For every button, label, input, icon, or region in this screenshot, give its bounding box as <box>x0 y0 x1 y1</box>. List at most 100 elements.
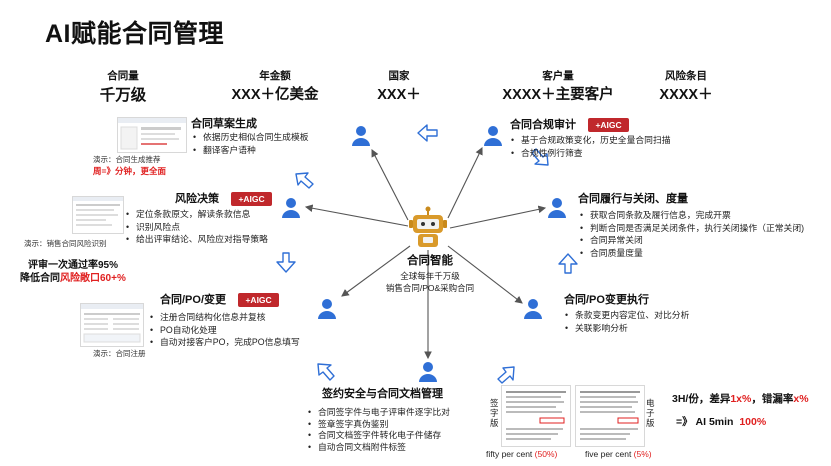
aigc-badge: +AIGC <box>238 293 279 307</box>
person-icon <box>417 360 439 382</box>
person-icon <box>350 124 372 146</box>
center-block: 合同智能 全球每年千万级 销售合同/PO&采购合同 <box>375 252 485 294</box>
stat-value: XXXX＋主要客户 <box>502 87 614 103</box>
section-header-po-change: 合同/PO/变更 +AIGC <box>160 290 279 308</box>
list-item: 识别风险点 <box>126 221 268 234</box>
list-item: 基于合规政策变化，历史全量合同扫描 <box>511 134 671 147</box>
section-title-signing: 签约安全与合同文档管理 <box>322 388 443 400</box>
metric-manual: 3H/份，差异1x%，错漏率x% <box>672 391 809 406</box>
metric-ai: =》 AI 5min 100% <box>676 414 766 429</box>
document-preview <box>580 391 640 440</box>
stat-countries: 国家 XXX＋ <box>367 68 431 104</box>
stat-value: XXX＋ <box>377 87 421 103</box>
demo-note-draft: 周=》分钟，更全面 <box>93 166 166 176</box>
section-header-compliance: 合同合规审计 +AIGC <box>510 115 629 133</box>
demo-thumbnail-draft[interactable] <box>117 117 187 153</box>
screenshot-preview <box>81 304 143 343</box>
connector-line <box>447 147 483 219</box>
stat-value: XXXX＋ <box>659 87 713 103</box>
list-item: 自动合同文档附件标签 <box>308 442 450 454</box>
aigc-badge: +AIGC <box>231 192 272 206</box>
list-item: 签章签字真伪鉴别 <box>308 419 450 431</box>
electronic-doc-thumbnail[interactable] <box>575 385 645 447</box>
bullet-list-po-change: 注册合同结构化信息并复核 PO自动化处理 自动对接客户PO，完成PO信息填写 <box>150 311 300 349</box>
list-item: 获取合同条款及履行信息，完成开票 <box>580 209 804 222</box>
center-line1: 全球每年千万级 <box>400 271 460 281</box>
list-item: 合规性例行筛查 <box>511 147 671 160</box>
caption-electronic-text: five per cent <box>585 449 634 459</box>
center-line2: 销售合同/PO&采购合同 <box>385 283 475 293</box>
page-title: AI赋能合同管理 <box>45 20 225 48</box>
list-item: 关联影响分析 <box>565 322 689 335</box>
bullet-list-risk: 定位条款原文，解读条款信息 识别风险点 给出评审结论、风险应对指导策略 <box>126 208 268 246</box>
stat-label: 国家 <box>388 70 410 82</box>
connector-line <box>371 149 409 221</box>
list-item: 合同签字件与电子评审件逐字比对 <box>308 407 450 419</box>
stat-label: 年金额 <box>259 70 291 82</box>
cycle-arrow-upleft-icon <box>295 172 314 189</box>
robot-icon <box>408 206 448 255</box>
signed-doc-thumbnail[interactable] <box>501 385 571 447</box>
list-item: 合同文档签字件转化电子件储存 <box>308 430 450 442</box>
metric-highlight: 100% <box>739 416 767 428</box>
list-item: 自动对接客户PO，完成PO信息填写 <box>150 336 300 349</box>
metric-text: ，错漏率 <box>751 393 794 405</box>
list-item: 注册合同结构化信息并复核 <box>150 311 300 324</box>
center-title: 合同智能 <box>407 255 453 267</box>
risk-exposure-highlight: 风险敞口60+% <box>60 273 126 284</box>
risk-pass-rate: 评审一次通过率95% <box>28 260 119 271</box>
cycle-arrow-down-icon <box>276 252 296 273</box>
list-item: 合同异常关闭 <box>580 234 804 247</box>
stat-value: 千万级 <box>99 87 147 104</box>
caption-signed-text: fifty per cent <box>486 449 535 459</box>
list-item: 判断合同是否满足关闭条件，执行关闭操作（正常关闭) <box>580 222 804 235</box>
list-item: 给出评审结论、风险应对指导策略 <box>126 233 268 246</box>
metric-highlight: 1x% <box>730 393 752 405</box>
demo-thumbnail-risk[interactable] <box>72 196 124 234</box>
connector-line <box>341 245 411 297</box>
bullet-list-po-exec: 条款变更内容定位、对比分析 关联影响分析 <box>565 309 689 334</box>
stat-contract-volume: 合同量 千万级 <box>88 68 158 105</box>
stat-customers: 客户量 XXXX＋主要客户 <box>494 68 622 104</box>
list-item: 条款变更内容定位、对比分析 <box>565 309 689 322</box>
demo-thumbnail-po[interactable] <box>80 303 144 347</box>
stat-label: 客户量 <box>542 70 574 82</box>
demo-caption-po: 演示：合同注册 <box>93 349 146 358</box>
bullet-list-compliance: 基于合规政策变化，历史全量合同扫描 合规性例行筛查 <box>511 134 671 159</box>
section-title-po-change: 合同/PO/变更 <box>160 294 227 306</box>
stat-annual-amount: 年金额 XXX＋亿美金 <box>220 68 330 104</box>
document-preview <box>506 391 566 440</box>
stat-risk-items: 风险条目 XXXX＋ <box>650 68 722 104</box>
section-title-compliance: 合同合规审计 <box>510 119 576 131</box>
list-item: PO自动化处理 <box>150 324 300 337</box>
list-item: 翻译客户语种 <box>193 144 309 157</box>
connector-line <box>304 204 409 227</box>
risk-exposure-prefix: 降低合同 <box>20 273 60 284</box>
caption-signed: fifty per cent (50%) <box>486 449 557 459</box>
bullet-list-signing: 合同签字件与电子评审件逐字比对 签章签字真伪鉴别 合同文档签字件转化电子件储存 … <box>308 407 450 453</box>
section-title-risk: 风险决策 <box>175 193 219 205</box>
caption-signed-pct: (50%) <box>534 449 558 459</box>
person-icon <box>546 196 568 218</box>
stat-label: 合同量 <box>107 70 139 82</box>
section-title-fulfill: 合同履行与关闭、度量 <box>578 193 688 205</box>
cycle-arrow-left-icon <box>417 124 438 142</box>
list-item: 依据历史相似合同生成模板 <box>193 131 309 144</box>
aigc-badge: +AIGC <box>588 118 629 132</box>
person-icon <box>482 124 504 146</box>
caption-electronic-pct: (5%) <box>633 449 652 459</box>
caption-electronic: five per cent (5%) <box>585 449 652 459</box>
label-electronic-version: 电子版 <box>646 398 655 428</box>
bullet-list-draft: 依据历史相似合同生成模板 翻译客户语种 <box>193 131 309 156</box>
demo-caption-risk: 演示：销售合同风险识别 <box>24 239 107 248</box>
list-item: 合同质量度量 <box>580 247 804 260</box>
label-signed-version: 签字版 <box>490 398 499 428</box>
stat-label: 风险条目 <box>665 70 707 82</box>
section-header-risk: 风险决策 +AIGC <box>175 189 272 207</box>
demo-caption-draft: 演示：合同生成推荐 <box>93 155 161 164</box>
connector-line <box>447 245 523 304</box>
section-title-po-exec: 合同/PO变更执行 <box>564 294 649 306</box>
section-title-draft: 合同草案生成 <box>191 118 257 130</box>
metric-highlight: x% <box>793 393 809 405</box>
person-icon <box>316 297 338 319</box>
